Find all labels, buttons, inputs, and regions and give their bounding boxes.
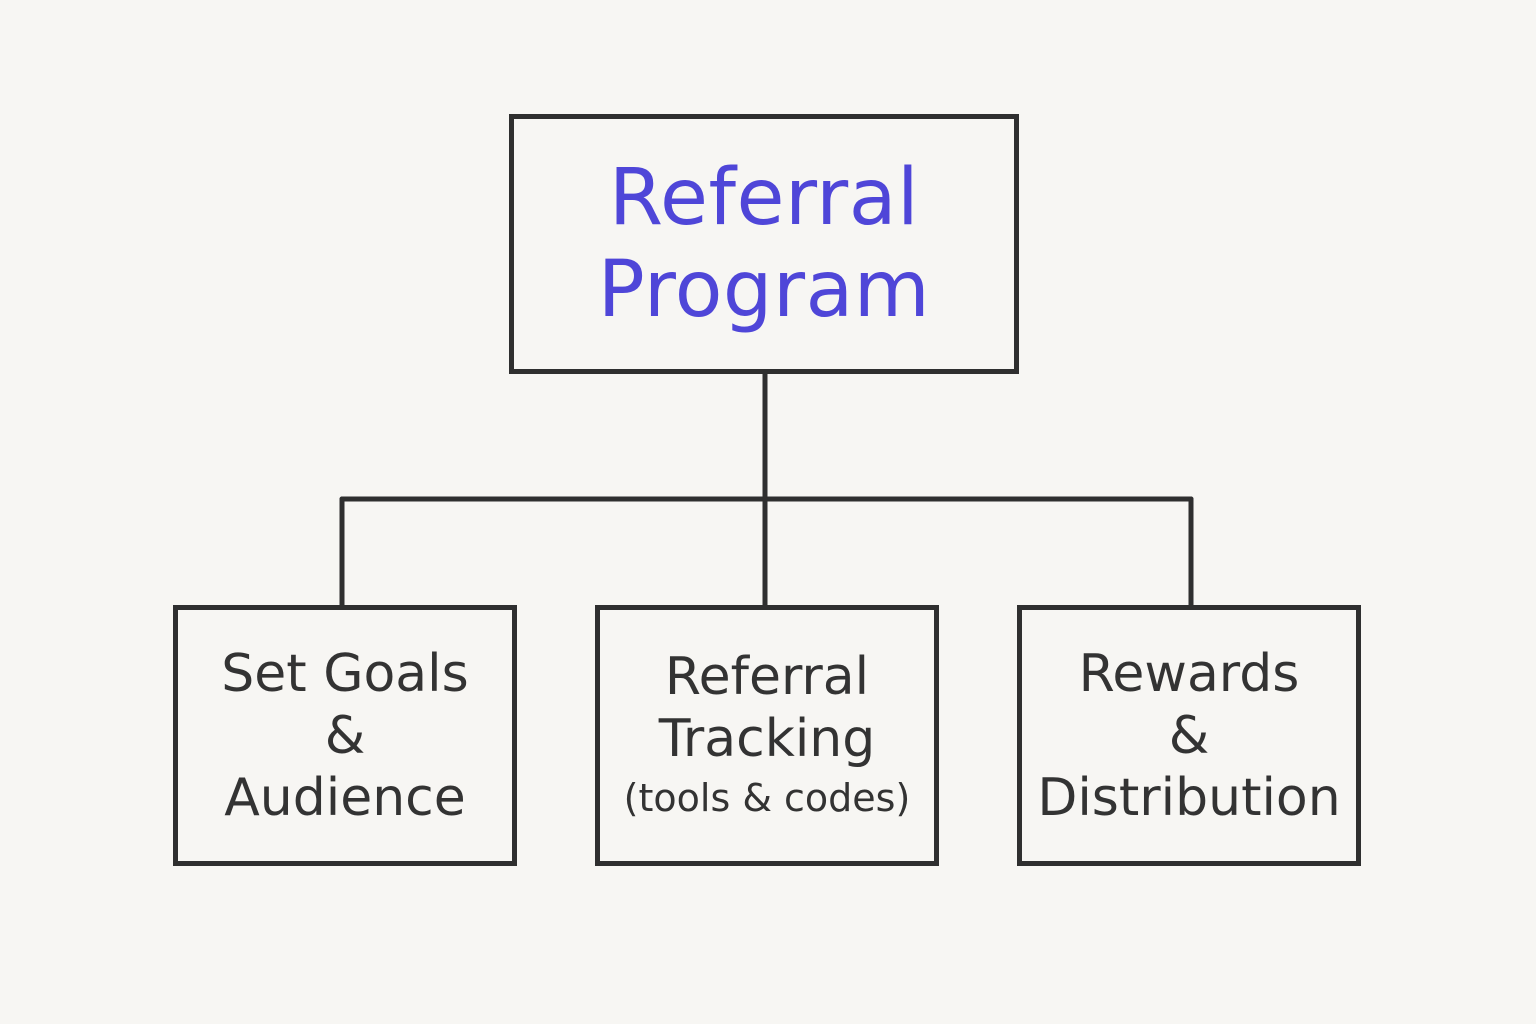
child-3-line-2: & (1168, 705, 1210, 766)
child-3-line-1: Rewards (1078, 643, 1300, 704)
root-title-line-2: Program (597, 245, 931, 335)
child-2-line-1: Referral (664, 646, 870, 707)
child-1-line-2: & (324, 705, 366, 766)
child-2-line-2: Tracking (658, 708, 876, 769)
child-node-set-goals: Set Goals & Audience (173, 605, 517, 866)
child-1-line-3: Audience (224, 767, 466, 828)
child-2-line-3: (tools & codes) (623, 775, 911, 820)
child-3-line-3: Distribution (1037, 767, 1341, 828)
child-node-referral-tracking: Referral Tracking (tools & codes) (595, 605, 939, 866)
child-node-rewards: Rewards & Distribution (1017, 605, 1361, 866)
root-node-box: Referral Program (509, 114, 1019, 374)
child-1-line-1: Set Goals (221, 643, 469, 704)
root-title-line-1: Referral (608, 153, 920, 243)
